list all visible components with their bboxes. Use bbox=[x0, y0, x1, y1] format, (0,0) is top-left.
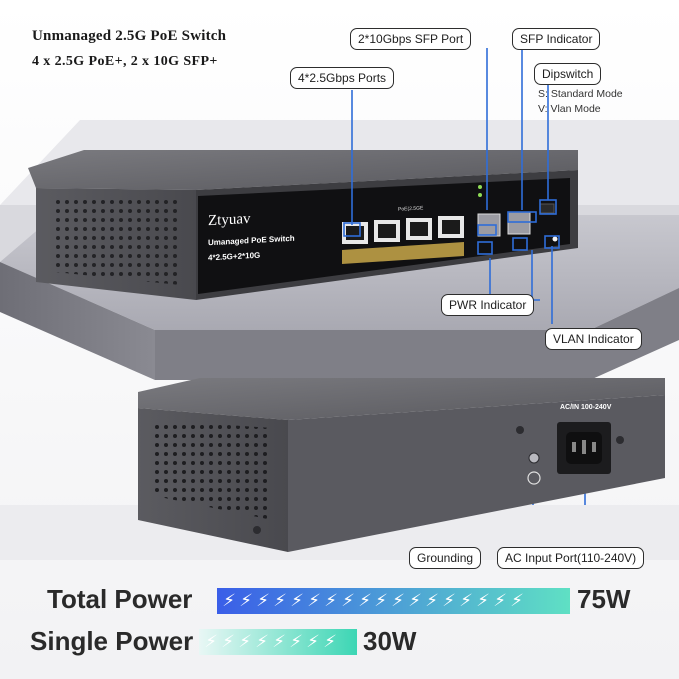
lightning-icon: ⚡ bbox=[357, 591, 375, 611]
screw bbox=[253, 526, 261, 534]
front-switch-vents bbox=[55, 195, 180, 285]
callout-lines bbox=[351, 48, 586, 545]
lightning-icon: ⚡ bbox=[424, 591, 443, 611]
lightning-icon: ⚡ bbox=[407, 591, 426, 611]
lightning-icon: ⚡ bbox=[288, 632, 307, 652]
dipswitch-modes: S: Standard Mode V: Vlan Mode bbox=[538, 87, 623, 117]
front-switch-top bbox=[28, 150, 578, 190]
mode-standard: S: Standard Mode bbox=[538, 88, 623, 100]
led-indicator bbox=[478, 185, 482, 189]
callout-dipswitch: Dipswitch bbox=[534, 63, 602, 85]
headline-subtitle: 4 x 2.5G PoE+, 2 x 10G SFP+ bbox=[32, 54, 218, 69]
callout-vlan-indicator: VLAN Indicator bbox=[545, 328, 642, 350]
rj45-ports bbox=[342, 216, 464, 264]
sfp-port bbox=[507, 211, 531, 235]
lightning-icon: ⚡ bbox=[340, 591, 358, 611]
single-power-label: Single Power bbox=[30, 626, 194, 656]
headline-title: Unmanaged 2.5G PoE Switch bbox=[32, 28, 227, 44]
lightning-icon: ⚡ bbox=[255, 591, 274, 611]
callout-ports: 4*2.5Gbps Ports bbox=[290, 67, 395, 89]
callout-pwr-indicator: PWR Indicator bbox=[441, 294, 535, 316]
lightning-icon: ⚡ bbox=[475, 591, 494, 611]
lightning-icon: ⚡ bbox=[305, 632, 323, 652]
upper-platform-front bbox=[0, 262, 155, 380]
lightning-icon: ⚡ bbox=[237, 632, 256, 652]
ground-symbol bbox=[527, 471, 541, 485]
lightning-icon: ⚡ bbox=[289, 591, 308, 611]
led-indicator bbox=[552, 236, 558, 242]
rear-switch-top bbox=[138, 378, 665, 420]
lightning-icon: ⚡ bbox=[390, 591, 409, 611]
lightning-icon: ⚡ bbox=[306, 591, 325, 611]
total-power-value: 75W bbox=[577, 584, 631, 614]
lightning-icon: ⚡ bbox=[221, 591, 240, 611]
screw bbox=[616, 436, 624, 444]
screw bbox=[516, 426, 524, 434]
device-brand: Ztyuav bbox=[208, 210, 251, 230]
upper-platform-side bbox=[155, 288, 679, 380]
lightning-icon: ⚡ bbox=[272, 591, 291, 611]
lightning-icon: ⚡ bbox=[458, 591, 477, 611]
lightning-icon: ⚡ bbox=[323, 591, 341, 611]
lightning-icon: ⚡ bbox=[322, 632, 340, 652]
headline: Unmanaged 2.5G PoE Switch 4 x 2.5G PoE+,… bbox=[32, 28, 226, 70]
led-indicator bbox=[478, 193, 482, 197]
single-power-bar: ⚡⚡⚡⚡⚡⚡⚡⚡ bbox=[199, 629, 357, 655]
rear-switch-vents bbox=[155, 420, 272, 520]
callout-ac-input: AC Input Port(110-240V) bbox=[497, 547, 645, 569]
lightning-icon: ⚡ bbox=[441, 591, 460, 611]
lightning-icon: ⚡ bbox=[271, 632, 290, 652]
lightning-icon: ⚡ bbox=[203, 632, 222, 652]
callout-markers bbox=[343, 199, 560, 255]
lightning-icon: ⚡ bbox=[492, 591, 511, 611]
lightning-icon: ⚡ bbox=[374, 591, 392, 611]
lightning-icon: ⚡ bbox=[254, 632, 273, 652]
lightning-icon: ⚡ bbox=[220, 632, 239, 652]
lightning-icon: ⚡ bbox=[509, 591, 528, 611]
total-power-bar: ⚡⚡⚡⚡⚡⚡⚡⚡⚡⚡⚡⚡⚡⚡⚡⚡⚡⚡ bbox=[217, 588, 570, 614]
callout-sfp-port: 2*10Gbps SFP Port bbox=[350, 28, 472, 50]
mode-vlan: V: Vlan Mode bbox=[538, 103, 601, 115]
lightning-icon: ⚡ bbox=[238, 591, 257, 611]
callout-sfp-indicator: SFP Indicator bbox=[512, 28, 601, 50]
callout-grounding: Grounding bbox=[409, 547, 482, 569]
single-power-value: 30W bbox=[363, 626, 417, 656]
total-power-label: Total Power bbox=[47, 584, 193, 614]
device-ac-label: AC/IN 100-240V bbox=[560, 404, 612, 411]
ground-terminal bbox=[528, 452, 540, 464]
dipswitch-body bbox=[539, 203, 555, 214]
